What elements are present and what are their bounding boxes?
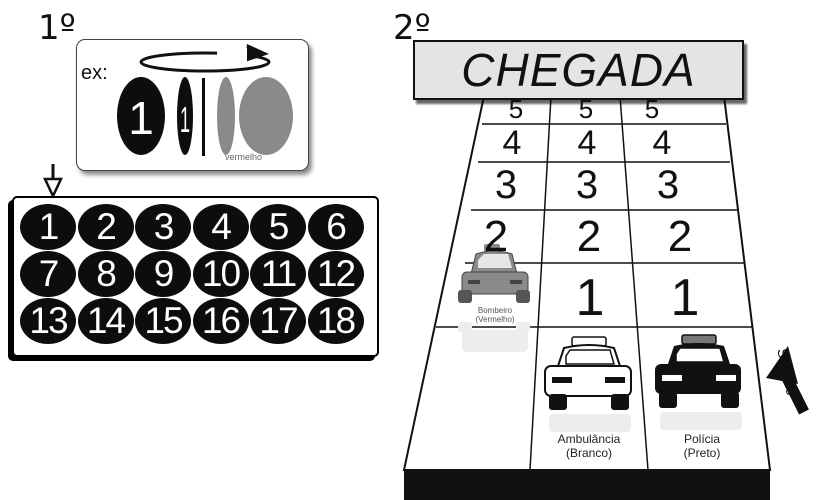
track-cell-center-row-2: 4 [567, 124, 607, 163]
track-cell-right-row-5: 1 [665, 268, 705, 328]
fire-truck-label: Bombeiro (Vermelho) [460, 306, 530, 324]
ambulance-name: Ambulância [539, 432, 639, 446]
track-cell-center-row-3: 3 [567, 163, 607, 208]
track-cell-center-row-5: 1 [570, 268, 610, 328]
finish-label: CHEGADA [461, 43, 695, 97]
police-car-color: (Preto) [657, 446, 747, 460]
track-cell-right-row-2: 4 [642, 124, 682, 163]
ambulance-label: Ambulância (Branco) [539, 432, 639, 460]
fire-truck-name: Bombeiro [460, 306, 530, 315]
track-cell-left-row-4: 2 [476, 212, 516, 262]
track-cell-left-row-3: 3 [486, 163, 526, 208]
track-cell-right-row-1: 5 [632, 94, 672, 125]
track-cell-right-row-4: 2 [660, 212, 700, 262]
finish-sign: CHEGADA [413, 40, 744, 100]
track-cell-left-row-2: 4 [492, 124, 532, 163]
track-cell-left-row-1: 5 [496, 94, 536, 125]
track-cell-right-row-3: 3 [648, 163, 688, 208]
track-cell-center-row-4: 2 [569, 212, 609, 262]
police-car-name: Polícia [657, 432, 747, 446]
track-cell-center-row-1: 5 [566, 94, 606, 125]
ambulance-color: (Branco) [539, 446, 639, 460]
police-car-label: Polícia (Preto) [657, 432, 747, 460]
fire-truck-color: (Vermelho) [460, 315, 530, 324]
